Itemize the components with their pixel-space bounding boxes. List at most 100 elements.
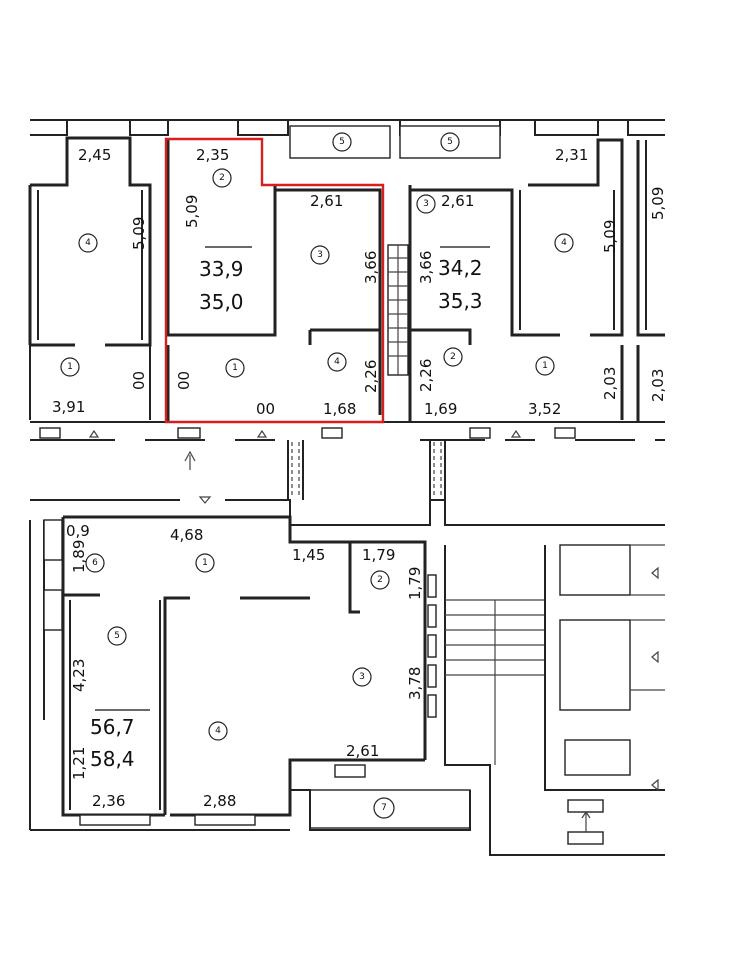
left-room-1-marker <box>60 357 80 377</box>
left-height: 5,09 <box>130 217 148 250</box>
right-room2-width: 1,69 <box>424 400 457 418</box>
left-room-1-number: 1 <box>67 362 73 372</box>
balcony-left-marker <box>332 132 352 152</box>
selected-room4-width: 1,68 <box>323 400 356 418</box>
lower-room-5-number: 5 <box>114 631 120 641</box>
lower-room-1-marker <box>195 553 215 573</box>
far-right-height-top: 5,09 <box>649 187 667 220</box>
selected-room-2-marker <box>212 168 232 188</box>
window-marker-e <box>554 427 576 439</box>
lower-r6-width: 0,9 <box>66 522 90 540</box>
selected-room3-height: 3,66 <box>362 251 380 284</box>
lower-room-2-marker <box>370 570 390 590</box>
selected-room-3-marker <box>310 245 330 265</box>
stairwell <box>444 544 665 856</box>
lower-room-2-number: 2 <box>377 575 383 585</box>
lower-area-total: 58,4 <box>90 747 135 771</box>
left-small: 00 <box>130 371 148 390</box>
right-room3-width: 2,61 <box>441 192 474 210</box>
lower-r5-height: 4,23 <box>70 659 88 692</box>
lower-r6-height: 1,89 <box>70 540 88 573</box>
window-marker-b <box>177 427 201 439</box>
right-room-2-marker <box>443 347 463 367</box>
right-room4-width: 2,31 <box>555 146 588 164</box>
left-unit-walls <box>28 136 152 347</box>
lower-room-4-number: 4 <box>215 726 221 736</box>
lower-balcony <box>309 789 471 829</box>
left-stairs-a <box>43 519 63 561</box>
lower-window-c <box>334 764 366 778</box>
lower-room-3-marker <box>352 667 372 687</box>
balcony-right-number: 5 <box>447 137 453 147</box>
right-room-4-number: 4 <box>561 238 567 248</box>
right-room-1-marker <box>535 356 555 376</box>
lower-r5-width: 2,36 <box>92 792 125 810</box>
lower-room-7-number: 7 <box>381 803 387 813</box>
corridor-connectors <box>287 440 446 500</box>
selected-room-3-number: 3 <box>317 250 323 260</box>
right-room-1-number: 1 <box>542 361 548 371</box>
right-area-living: 34,2 <box>438 256 483 280</box>
lower-r3-height: 3,78 <box>406 667 424 700</box>
window-marker-a <box>39 427 61 439</box>
lower-room-7-marker <box>373 797 395 819</box>
selected-room-2-number: 2 <box>219 173 225 183</box>
lower-r2-width-a: 1,45 <box>292 546 325 564</box>
far-right-height-bottom: 2,03 <box>649 369 667 402</box>
right-room-3-marker <box>416 194 436 214</box>
selected-unit-walls <box>166 140 382 422</box>
lower-r2-height: 1,79 <box>406 567 424 600</box>
selected-area-total: 35,0 <box>199 290 244 314</box>
lower-r3-width: 2,61 <box>346 742 379 760</box>
selected-area-living: 33,9 <box>199 257 244 281</box>
left-room-4-number: 4 <box>85 238 91 248</box>
window-marker-d <box>469 427 491 439</box>
selected-room2-width: 2,35 <box>196 146 229 164</box>
door-marker-lower <box>198 496 212 504</box>
selected-room-4-marker <box>327 352 347 372</box>
lower-area-living: 56,7 <box>90 715 135 739</box>
lower-unit-walls <box>61 515 427 817</box>
lower-r4-width: 2,88 <box>203 792 236 810</box>
right-hall-bottom: 3,52 <box>528 400 561 418</box>
left-bottom-width: 3,91 <box>52 398 85 416</box>
selected-room3-width: 2,61 <box>310 192 343 210</box>
selected-room-1-number: 1 <box>232 363 238 373</box>
selected-room2-height: 5,09 <box>183 195 201 228</box>
selected-room-4-number: 4 <box>334 357 340 367</box>
selected-hall-left: 00 <box>175 371 193 390</box>
right-window-column <box>427 574 437 718</box>
right-room2-height: 2,26 <box>417 359 435 392</box>
lower-room-6-number: 6 <box>92 558 98 568</box>
right-room-3-number: 3 <box>423 199 429 209</box>
selected-room4-height: 2,26 <box>362 360 380 393</box>
lower-room-4-marker <box>208 721 228 741</box>
left-stairs-b <box>43 589 63 631</box>
right-room4-height: 5,09 <box>601 220 619 253</box>
right-room3-height: 3,66 <box>417 251 435 284</box>
ventilation-shaft <box>387 244 409 376</box>
selected-unit-outline <box>164 137 385 424</box>
lower-window-b <box>194 814 256 826</box>
far-right-walls <box>636 140 665 422</box>
right-area-total: 35,3 <box>438 289 483 313</box>
right-room-4-marker <box>554 233 574 253</box>
lower-room-1-number: 1 <box>202 558 208 568</box>
window-marker-c <box>321 427 343 439</box>
right-unit-walls <box>408 138 624 422</box>
lower-window-a <box>79 814 151 826</box>
door-markers <box>88 429 522 438</box>
balcony-right-marker <box>440 132 460 152</box>
left-room-4-marker <box>78 233 98 253</box>
lower-r5-small: 1,21 <box>70 747 88 780</box>
lower-block: 6 1 2 3 5 4 7 0,9 1,89 4,68 1,45 1,79 1,… <box>29 496 665 856</box>
left-width-top: 2,45 <box>78 146 111 164</box>
selected-hall-bottom: 00 <box>256 400 275 418</box>
upper-block: 5 5 4 1 2,45 5,09 3,91 00 2 3 4 1 <box>28 119 667 441</box>
lower-room-5-marker <box>107 626 127 646</box>
lower-r1-width: 4,68 <box>170 526 203 544</box>
entry-arrow <box>184 450 196 470</box>
lower-r2-width-b: 1,79 <box>362 546 395 564</box>
lower-room-6-marker <box>85 553 105 573</box>
